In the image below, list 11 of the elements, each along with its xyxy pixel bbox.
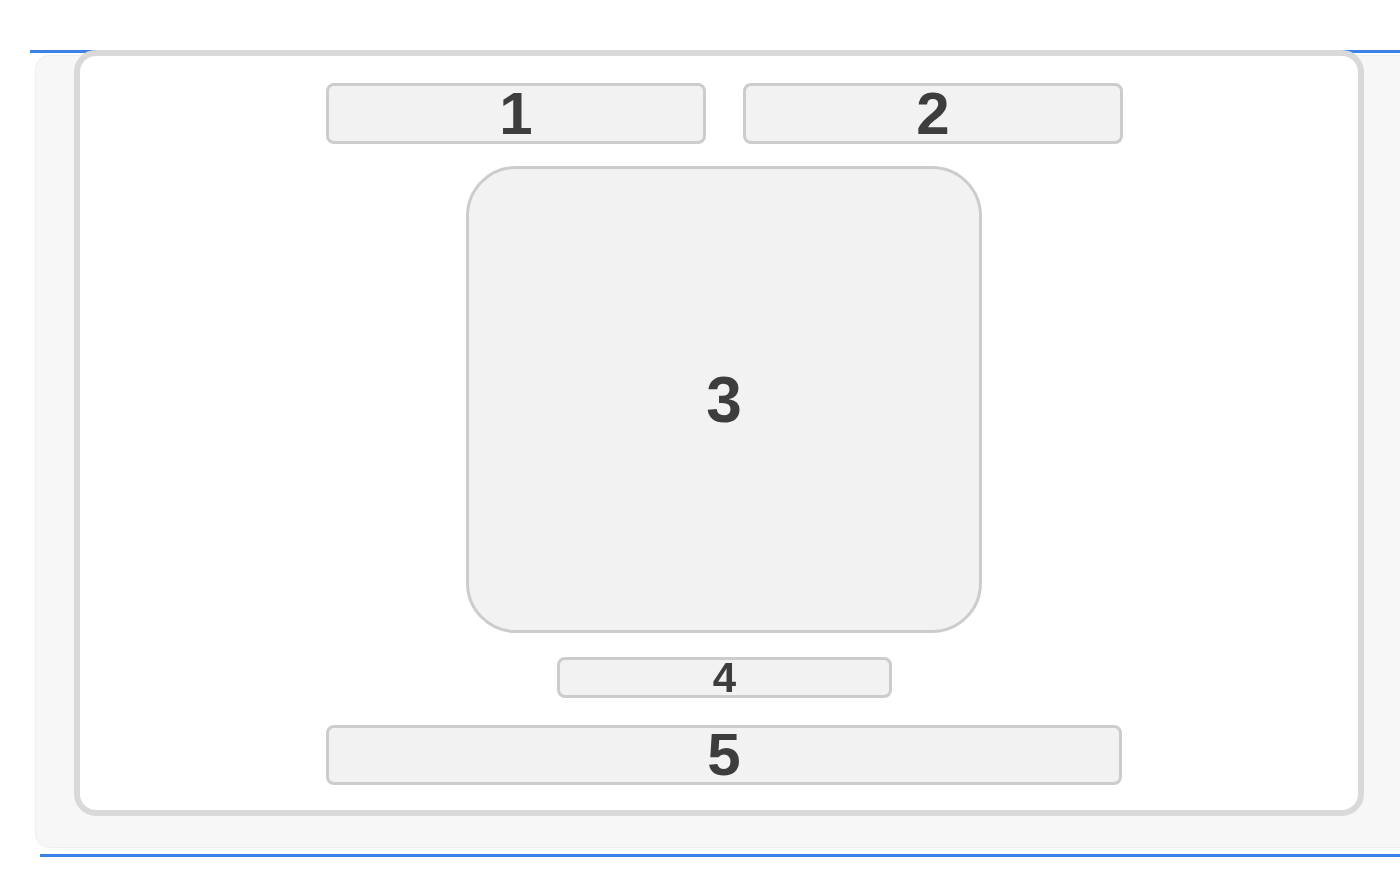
block-number: 3 [706, 367, 742, 432]
layout-block [743, 83, 1123, 144]
layout-block [326, 725, 1122, 785]
block-number: 1 [499, 83, 533, 144]
layout-block [557, 657, 892, 698]
block-number: 2 [916, 83, 950, 144]
block-number: 5 [707, 725, 741, 785]
block-number: 4 [712, 656, 737, 699]
layout-block [466, 166, 982, 633]
layout-block [326, 83, 706, 144]
panel-background [74, 50, 1364, 816]
